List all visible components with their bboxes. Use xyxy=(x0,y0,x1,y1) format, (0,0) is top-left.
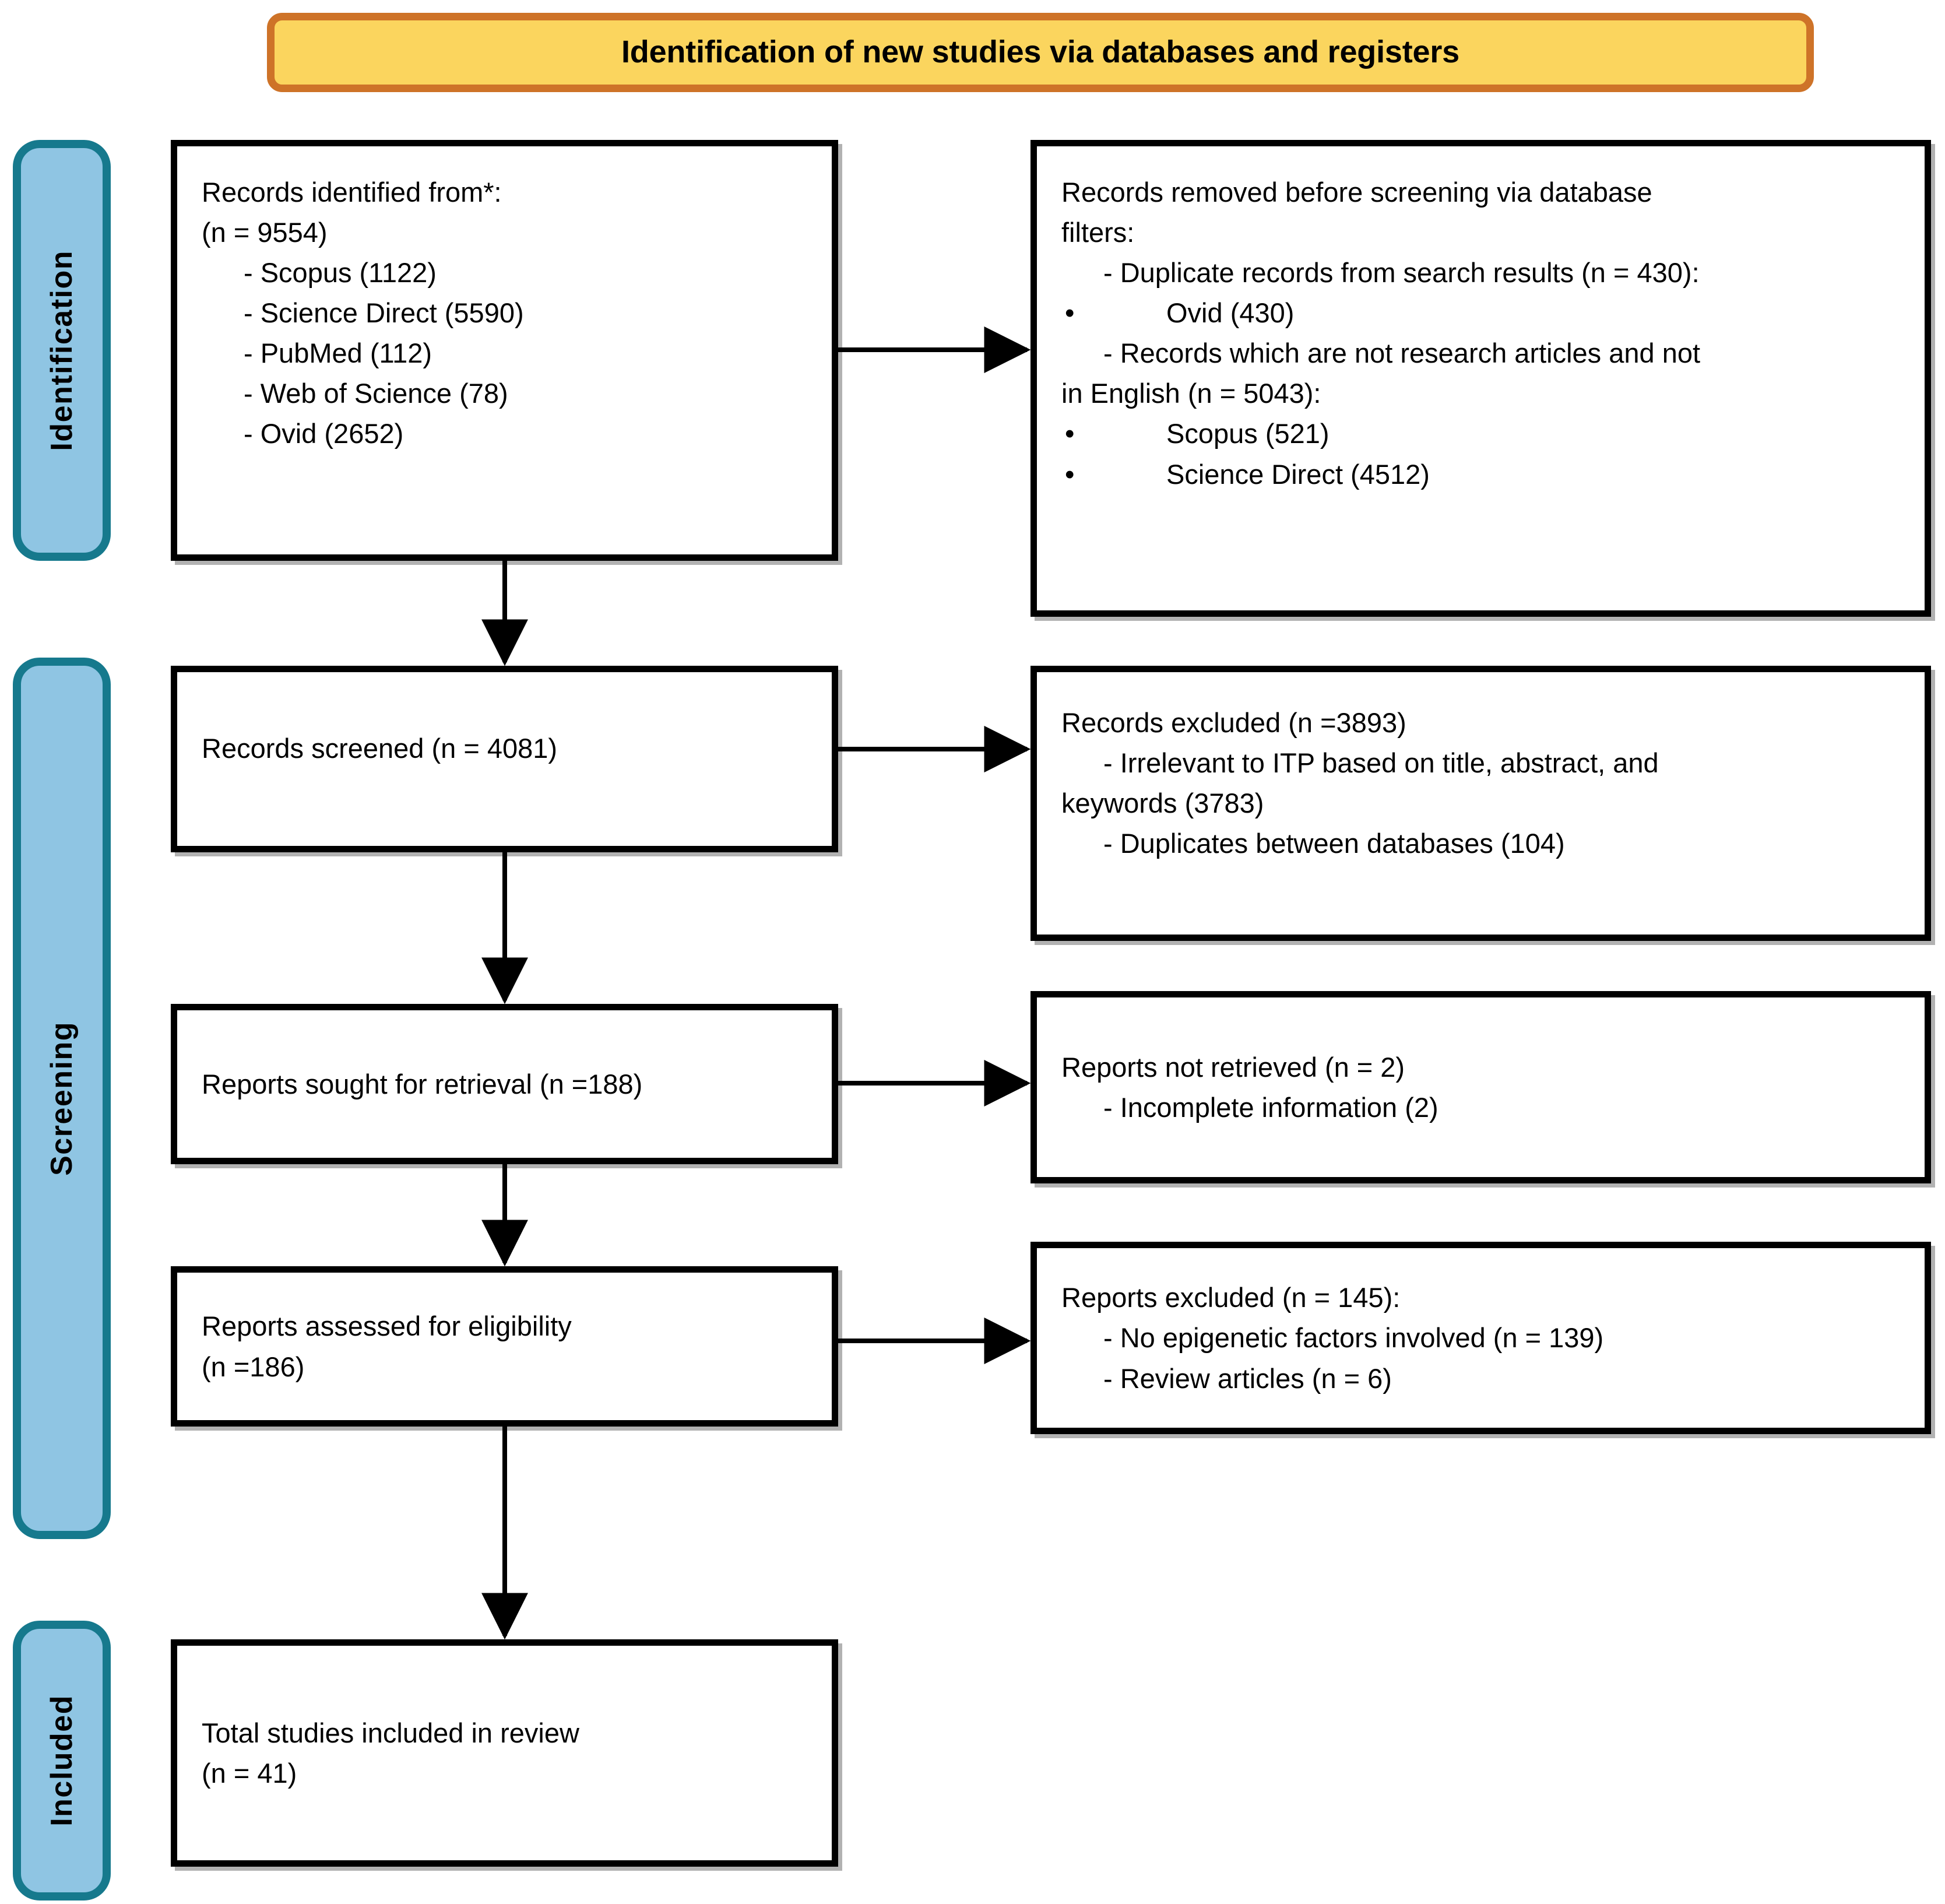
records-removed-bullet-ovid: • Ovid (430) xyxy=(1061,293,1905,333)
phase-label-included: Included xyxy=(45,1695,79,1826)
records-identified-source-science-direct: - Science Direct (5590) xyxy=(244,297,524,329)
records-excluded-irrelevant-line1: - Irrelevant to ITP based on title, abst… xyxy=(1103,747,1659,779)
box-records-removed: Records removed before screening via dat… xyxy=(1030,140,1931,617)
studies-included-heading: Total studies included in review xyxy=(202,1717,579,1748)
records-removed-bullet-ovid-label: Ovid (430) xyxy=(1166,297,1295,329)
reports-not-retrieved-heading: Reports not retrieved (n = 2) xyxy=(1061,1051,1405,1083)
records-excluded-duplicates: - Duplicates between databases (104) xyxy=(1103,828,1565,859)
reports-excluded-review-articles: - Review articles (n = 6) xyxy=(1103,1362,1392,1394)
phase-tab-included: Included xyxy=(13,1621,111,1901)
reports-excluded-no-epigenetic: - No epigenetic factors involved (n = 13… xyxy=(1103,1322,1604,1354)
diagram-title-text: Identification of new studies via databa… xyxy=(621,34,1459,70)
records-identified-source-pubmed: - PubMed (112) xyxy=(244,338,432,369)
bullet-icon: • xyxy=(1065,458,1075,490)
phase-label-identification: Identification xyxy=(45,250,79,451)
reports-not-retrieved-incomplete: - Incomplete information (2) xyxy=(1103,1092,1438,1123)
studies-included-count: (n = 41) xyxy=(202,1758,297,1789)
box-records-excluded: Records excluded (n =3893) - Irrelevant … xyxy=(1030,666,1931,941)
box-studies-included: Total studies included in review (n = 41… xyxy=(171,1639,838,1867)
box-reports-excluded: Reports excluded (n = 145): - No epigene… xyxy=(1030,1242,1931,1434)
records-screened-heading: Records screened (n = 4081) xyxy=(202,733,558,764)
records-removed-bullet-science-direct-label: Science Direct (4512) xyxy=(1166,458,1430,490)
reports-assessed-heading: Reports assessed for eligibility xyxy=(202,1311,572,1342)
records-excluded-heading: Records excluded (n =3893) xyxy=(1061,707,1406,738)
records-removed-duplicates: - Duplicate records from search results … xyxy=(1103,257,1700,289)
reports-sought-heading: Reports sought for retrieval (n =188) xyxy=(202,1068,643,1099)
records-removed-bullet-scopus-label: Scopus (521) xyxy=(1166,418,1330,449)
records-identified-count: (n = 9554) xyxy=(202,217,328,248)
records-identified-source-ovid: - Ovid (2652) xyxy=(244,418,404,449)
bullet-icon: • xyxy=(1065,297,1075,329)
phase-tab-identification: Identification xyxy=(13,140,111,561)
records-removed-bullet-scopus: • Scopus (521) xyxy=(1061,413,1905,454)
box-reports-not-retrieved: Reports not retrieved (n = 2) - Incomple… xyxy=(1030,991,1931,1183)
reports-excluded-heading: Reports excluded (n = 145): xyxy=(1061,1282,1401,1313)
diagram-title-banner: Identification of new studies via databa… xyxy=(267,13,1814,92)
records-identified-source-scopus: - Scopus (1122) xyxy=(244,257,437,289)
records-removed-bullet-science-direct: • Science Direct (4512) xyxy=(1061,454,1905,494)
bullet-icon: • xyxy=(1065,418,1075,449)
box-reports-assessed: Reports assessed for eligibility (n =186… xyxy=(171,1266,838,1427)
records-identified-heading: Records identified from*: xyxy=(202,177,502,208)
reports-assessed-count: (n =186) xyxy=(202,1351,305,1382)
box-records-screened: Records screened (n = 4081) xyxy=(171,666,838,852)
phase-tab-screening: Screening xyxy=(13,658,111,1539)
phase-label-screening: Screening xyxy=(45,1021,79,1176)
records-excluded-irrelevant-line2: keywords (3783) xyxy=(1061,788,1264,819)
records-removed-nonresearch-line1: - Records which are not research article… xyxy=(1103,338,1701,369)
records-removed-heading-line2: filters: xyxy=(1061,217,1135,248)
box-records-identified: Records identified from*: (n = 9554) - S… xyxy=(171,140,838,561)
records-removed-heading-line1: Records removed before screening via dat… xyxy=(1061,177,1652,208)
records-identified-source-web-of-science: - Web of Science (78) xyxy=(244,378,508,409)
records-removed-nonresearch-line2: in English (n = 5043): xyxy=(1061,378,1321,409)
box-reports-sought: Reports sought for retrieval (n =188) xyxy=(171,1004,838,1164)
